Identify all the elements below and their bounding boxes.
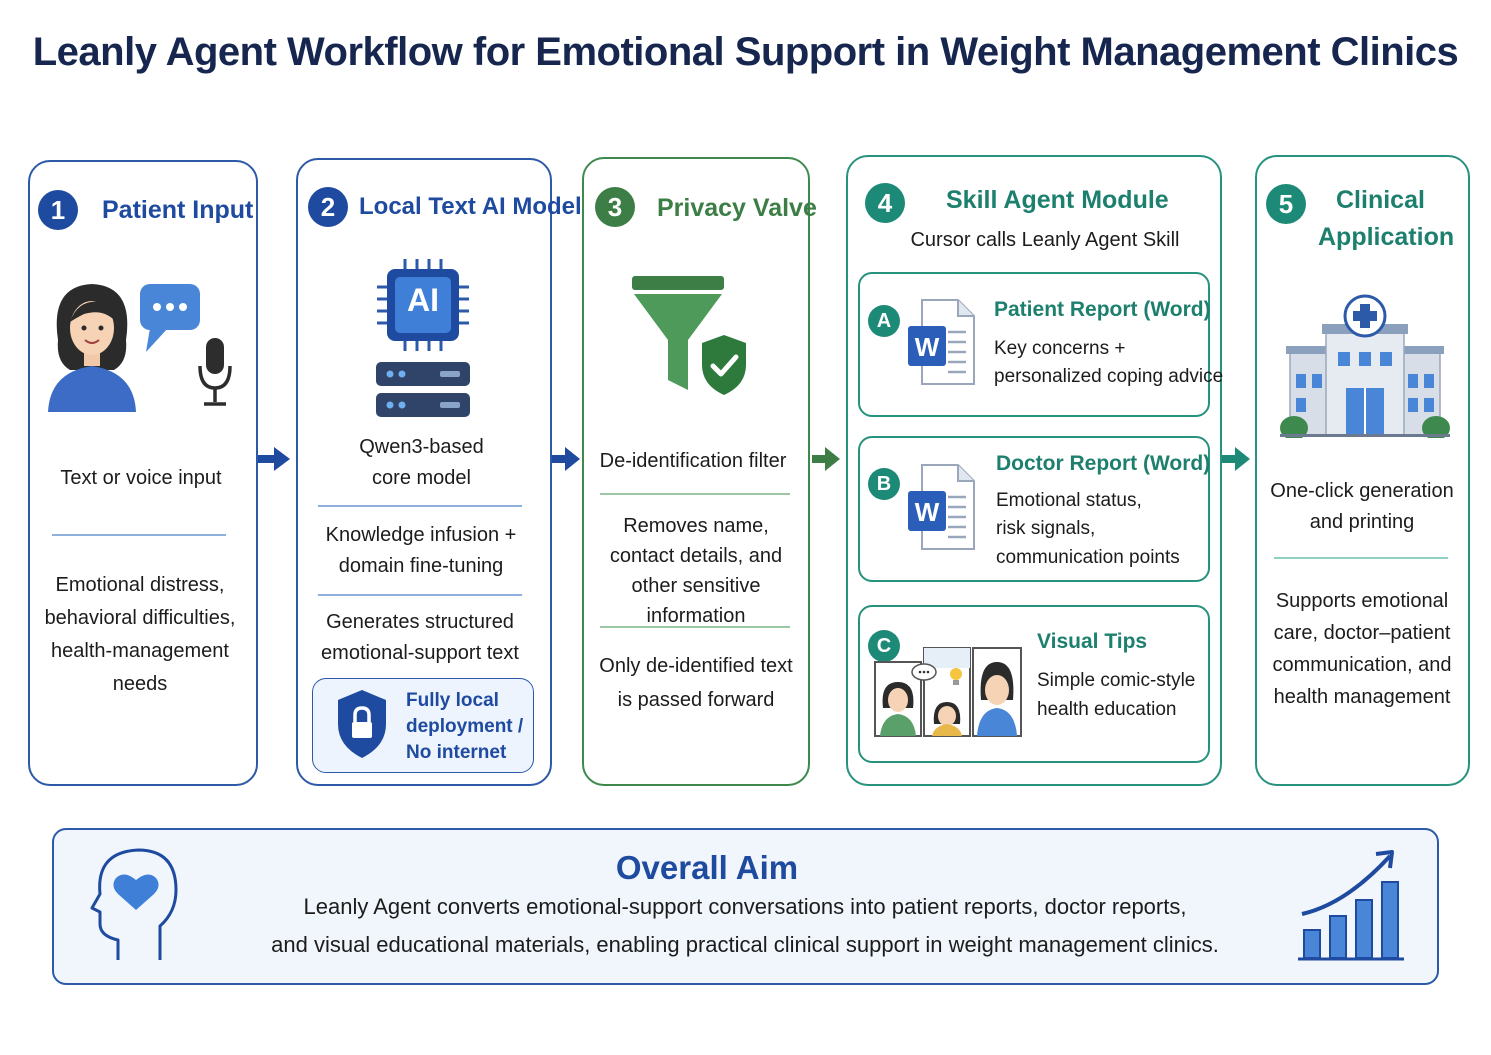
doctor-report-line-3: communication points <box>996 547 1180 568</box>
hospital-icon <box>1280 294 1450 438</box>
step-5-title-line-1: Clinical <box>1336 186 1425 214</box>
word-document-icon <box>908 464 975 550</box>
patient-icon <box>48 284 136 412</box>
ai-chip-label: AI <box>407 282 439 318</box>
step-4-title: Skill Agent Module <box>946 186 1169 214</box>
step-3-card <box>582 157 810 786</box>
head-heart-icon <box>90 848 178 960</box>
patient-report-title: Patient Report (Word) <box>994 298 1211 321</box>
word-document-icon <box>908 299 975 385</box>
step-3-text-forward: Only de-identified text is passed forwar… <box>599 655 793 711</box>
step-3-divider-2 <box>600 626 790 628</box>
doctor-report-line-1: Emotional status, <box>996 490 1142 511</box>
local-deployment-text: Fully local deployment / No internet <box>406 690 524 763</box>
step-1-number: 1 <box>38 190 78 230</box>
chat-bubble-icon <box>140 284 200 352</box>
server-icon <box>376 362 470 417</box>
overall-aim-line-2: and visual educational materials, enabli… <box>271 932 1219 957</box>
step-2-text-tuning: Knowledge infusion + domain fine-tuning <box>325 524 517 577</box>
step-5-text-generation: One-click generation and printing <box>1270 480 1454 533</box>
step-5-divider <box>1274 557 1448 559</box>
visual-tips-line-1: Simple comic-style <box>1037 670 1196 691</box>
flow-arrow-1 <box>258 447 290 471</box>
step-3-title: Privacy Valve <box>657 194 817 222</box>
step-1-text-input: Text or voice input <box>60 467 222 489</box>
doctor-report-line-2: risk signals, <box>996 518 1096 539</box>
visual-tips-line-2: health education <box>1037 699 1177 720</box>
flow-arrow-3 <box>812 447 840 471</box>
step-2-divider-1 <box>318 505 522 507</box>
step-1-text-needs: Emotional distress, behavioral difficult… <box>44 574 236 695</box>
flow-arrow-2 <box>552 447 580 471</box>
step-2-title: Local Text AI Model <box>359 193 582 220</box>
step-1-divider <box>52 534 226 536</box>
step-4-subtitle: Cursor calls Leanly Agent Skill <box>910 229 1180 251</box>
step-3-text-filter: De-identification filter <box>599 450 787 472</box>
step-3-divider-1 <box>600 493 790 495</box>
growth-chart-icon <box>1298 850 1404 961</box>
patient-report-line-2: personalized coping advice <box>994 366 1224 387</box>
visual-tips-title: Visual Tips <box>1037 630 1148 653</box>
patient-report-letter: A <box>868 305 900 337</box>
step-2-divider-2 <box>318 594 522 596</box>
step-5-text-supports: Supports emotional care, doctor–patient … <box>1272 590 1452 708</box>
step-5-number: 5 <box>1266 184 1306 224</box>
step-1-card <box>28 160 258 786</box>
doctor-report-title: Doctor Report (Word) <box>996 452 1211 475</box>
patient-report-line-1: Key concerns + <box>994 338 1126 359</box>
overall-aim-panel <box>52 828 1439 985</box>
page-title: Leanly Agent Workflow for Emotional Supp… <box>32 30 1459 74</box>
step-3-number: 3 <box>595 187 635 227</box>
step-2-number: 2 <box>308 187 348 227</box>
lock-shield-icon <box>338 690 386 758</box>
step-2-text-generates: Generates structured emotional-support t… <box>321 611 519 664</box>
patient-report-word-letter: W <box>914 332 940 362</box>
step-5-card <box>1255 155 1470 786</box>
step-4-number: 4 <box>865 183 905 223</box>
flow-arrow-4 <box>1222 447 1250 471</box>
step-1-title: Patient Input <box>102 196 254 224</box>
filter-funnel-icon <box>632 276 724 390</box>
microphone-icon <box>198 338 232 406</box>
check-shield-icon <box>702 335 746 395</box>
overall-aim-title: Overall Aim <box>615 849 799 886</box>
doctor-report-word-letter: W <box>914 497 940 527</box>
step-5-title-line-2: Application <box>1318 223 1455 251</box>
overall-aim-line-1: Leanly Agent converts emotional-support … <box>303 894 1187 919</box>
step-2-text-model: Qwen3-based core model <box>359 436 484 489</box>
doctor-report-letter: B <box>868 468 900 500</box>
ai-chip-icon <box>377 259 469 351</box>
step-3-text-removes: Removes name, contact details, and other… <box>609 515 783 627</box>
visual-tips-letter: C <box>868 630 900 662</box>
comic-panels-icon <box>874 647 1022 737</box>
